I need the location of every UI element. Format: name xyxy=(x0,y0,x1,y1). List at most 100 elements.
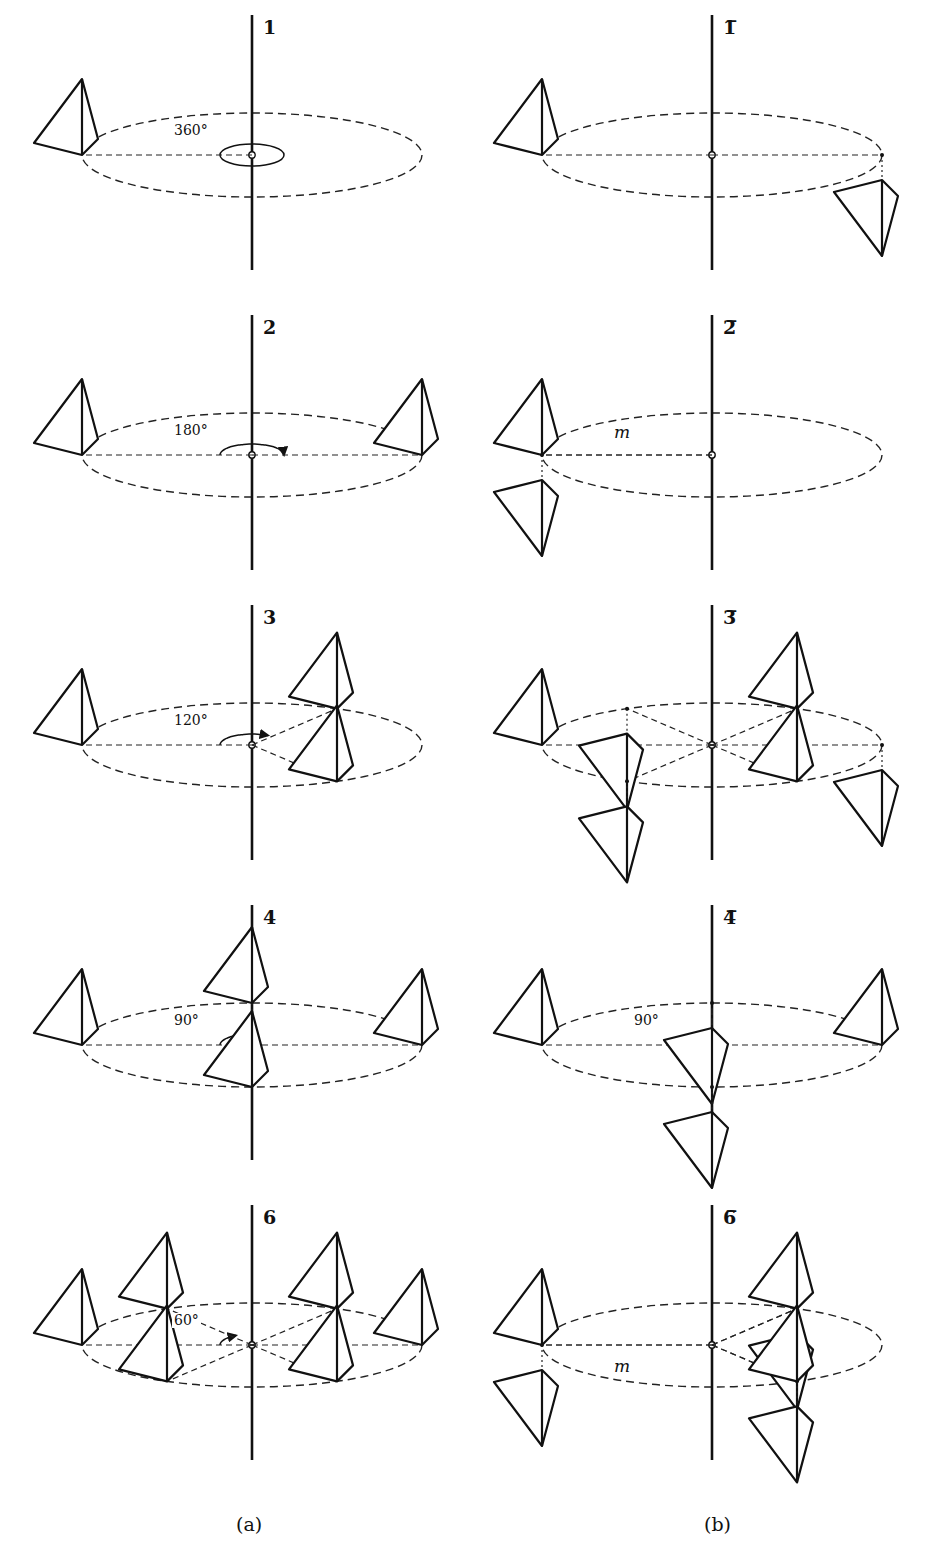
tetrahedron-outline xyxy=(204,1011,268,1087)
tetrahedron-outline xyxy=(374,969,438,1045)
tetrahedron-edge xyxy=(626,806,628,882)
tetrahedron xyxy=(749,633,813,709)
tetrahedron-outline xyxy=(834,770,898,846)
projection-point xyxy=(880,153,884,157)
axis-label: 3 xyxy=(261,607,278,628)
rotation-arrow xyxy=(220,734,268,745)
tetrahedron xyxy=(289,633,353,709)
tetrahedron-edge xyxy=(796,705,798,781)
tetrahedron-edge xyxy=(81,1269,83,1345)
radial-line xyxy=(712,154,882,155)
tetrahedron xyxy=(34,669,98,745)
axis-label: 1 xyxy=(261,17,278,38)
tetrahedron xyxy=(834,180,898,256)
projection-point xyxy=(625,707,629,711)
tetrahedron-outline xyxy=(494,669,558,745)
tetrahedron-outline xyxy=(749,1406,813,1482)
symmetry-axis xyxy=(711,315,714,570)
mirror-label: m xyxy=(612,1357,632,1376)
tetrahedron-edge xyxy=(881,770,883,846)
tetrahedron xyxy=(834,969,898,1045)
tetrahedron-outline xyxy=(494,1370,558,1446)
tetrahedron-outline xyxy=(664,1028,728,1104)
projection-point xyxy=(540,453,544,457)
tetrahedron-edge xyxy=(421,379,423,455)
tetrahedron-outline xyxy=(34,379,98,455)
radial-line xyxy=(82,154,252,155)
symmetry-axis xyxy=(251,15,254,270)
radial-line xyxy=(542,1344,712,1345)
mirror-label: m xyxy=(612,423,632,442)
tetrahedron xyxy=(494,480,558,556)
tetrahedron-edge xyxy=(796,1406,798,1482)
tetrahedron xyxy=(204,927,268,1003)
panels xyxy=(34,15,898,1482)
radial-line xyxy=(542,1344,712,1345)
tetrahedron xyxy=(34,79,98,155)
tetrahedron-edge xyxy=(251,927,253,1003)
tetrahedron xyxy=(494,1269,558,1345)
axis-label: 6 xyxy=(261,1207,278,1228)
tetrahedron xyxy=(494,969,558,1045)
tetrahedron-edge xyxy=(336,1305,338,1381)
radial-line xyxy=(252,454,422,455)
axis-label: 4 xyxy=(261,907,278,928)
tetrahedron xyxy=(374,379,438,455)
angle-label: 60° xyxy=(172,1313,201,1328)
tetrahedron xyxy=(749,1233,813,1309)
tetrahedron-outline xyxy=(494,79,558,155)
tetrahedron xyxy=(494,1370,558,1446)
tetrahedron-edge xyxy=(541,1370,543,1446)
tetrahedron-edge xyxy=(881,180,883,256)
projection-line xyxy=(881,155,882,180)
symmetry-axis xyxy=(251,605,254,860)
tetrahedron xyxy=(374,969,438,1045)
rotation-panel xyxy=(34,905,438,1160)
projection-line xyxy=(711,1087,712,1112)
tetrahedron xyxy=(579,806,643,882)
projection-point xyxy=(540,1343,544,1347)
tetrahedron-outline xyxy=(34,1269,98,1345)
tetrahedron-edge xyxy=(711,1112,713,1188)
tetrahedron-outline xyxy=(834,180,898,256)
tetrahedron-edge xyxy=(336,705,338,781)
tetrahedron-edge xyxy=(336,633,338,709)
axis-label: 1̅ xyxy=(721,17,738,38)
projection-point xyxy=(625,779,629,783)
tetrahedron-edge xyxy=(541,969,543,1045)
axis-label: 6̅ xyxy=(721,1207,738,1228)
axis-label: 3̅ xyxy=(721,607,738,628)
radial-line xyxy=(82,454,252,455)
projection-line xyxy=(541,455,542,480)
angle-label: 360° xyxy=(172,123,210,138)
tetrahedron xyxy=(34,969,98,1045)
tetrahedron xyxy=(204,1011,268,1087)
angle-label: 90° xyxy=(172,1013,201,1028)
rotation-panel xyxy=(34,315,438,570)
symmetry-axis xyxy=(711,15,714,270)
rotation-arrow xyxy=(220,444,284,455)
tetrahedron-outline xyxy=(494,480,558,556)
rotoinversion-panel xyxy=(494,15,898,270)
tetrahedron-edge xyxy=(541,669,543,745)
projection-line xyxy=(541,1345,542,1370)
tetrahedron xyxy=(664,1028,728,1104)
tetrahedron xyxy=(289,1233,353,1309)
projection-point xyxy=(710,1085,714,1089)
tetrahedron-edge xyxy=(541,79,543,155)
tetrahedron-edge xyxy=(796,633,798,709)
radial-line xyxy=(167,1309,252,1345)
projection-point xyxy=(710,1001,714,1005)
axis-label: 2 xyxy=(261,317,278,338)
tetrahedron-edge xyxy=(881,969,883,1045)
tetrahedron-outline xyxy=(494,1269,558,1345)
tetrahedron-outline xyxy=(289,1233,353,1309)
projection-line xyxy=(796,1381,797,1406)
tetrahedron-outline xyxy=(374,1269,438,1345)
tetrahedron-outline xyxy=(34,669,98,745)
tetrahedron-outline xyxy=(34,969,98,1045)
tetrahedron-outline xyxy=(34,79,98,155)
projection-line xyxy=(711,1003,712,1028)
